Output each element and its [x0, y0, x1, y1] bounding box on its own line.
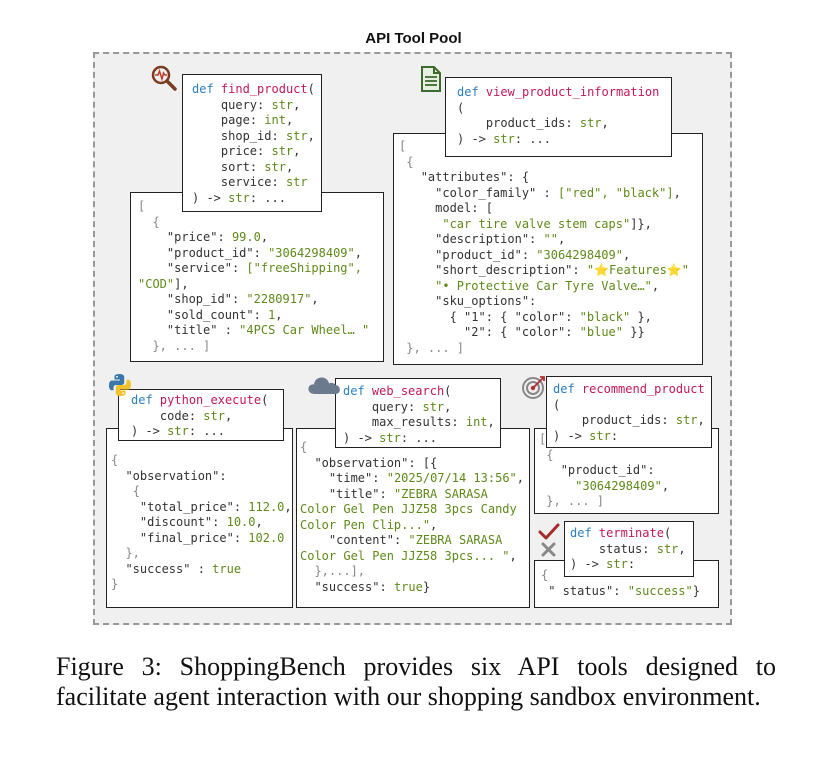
python-execute-output: { "observation": { "total_price": 112.0,…	[106, 428, 293, 608]
figure-caption: Figure 3: ShoppingBench provides six API…	[56, 652, 776, 711]
terminate-def: def terminate( status: str, ) -> str:	[564, 521, 694, 577]
find-product-output: [ { "price": 99.0, "product_id": "306429…	[130, 192, 384, 362]
find-product-def: def find_product( query: str, page: int,…	[182, 74, 322, 212]
document-icon	[420, 66, 442, 92]
view-product-information-output: [ { "attributes": { "color_family" : ["r…	[393, 133, 703, 365]
check-cross-icon	[537, 521, 561, 559]
python-icon	[107, 372, 133, 398]
target-icon	[521, 374, 547, 400]
web-search-output: { "observation": [{ "time": "2025/07/14 …	[296, 428, 530, 608]
python-execute-def: def python_execute( code: str, ) -> str:…	[118, 389, 284, 441]
recommend-product-def: def recommend_product ( product_ids: str…	[546, 376, 712, 448]
view-product-information-def: def view_product_information ( product_i…	[445, 77, 672, 157]
magnifier-pulse-icon	[150, 64, 178, 92]
cloud-icon	[307, 374, 341, 396]
web-search-def: def web_search( query: str, max_results:…	[335, 378, 501, 448]
diagram-title: API Tool Pool	[365, 30, 462, 47]
